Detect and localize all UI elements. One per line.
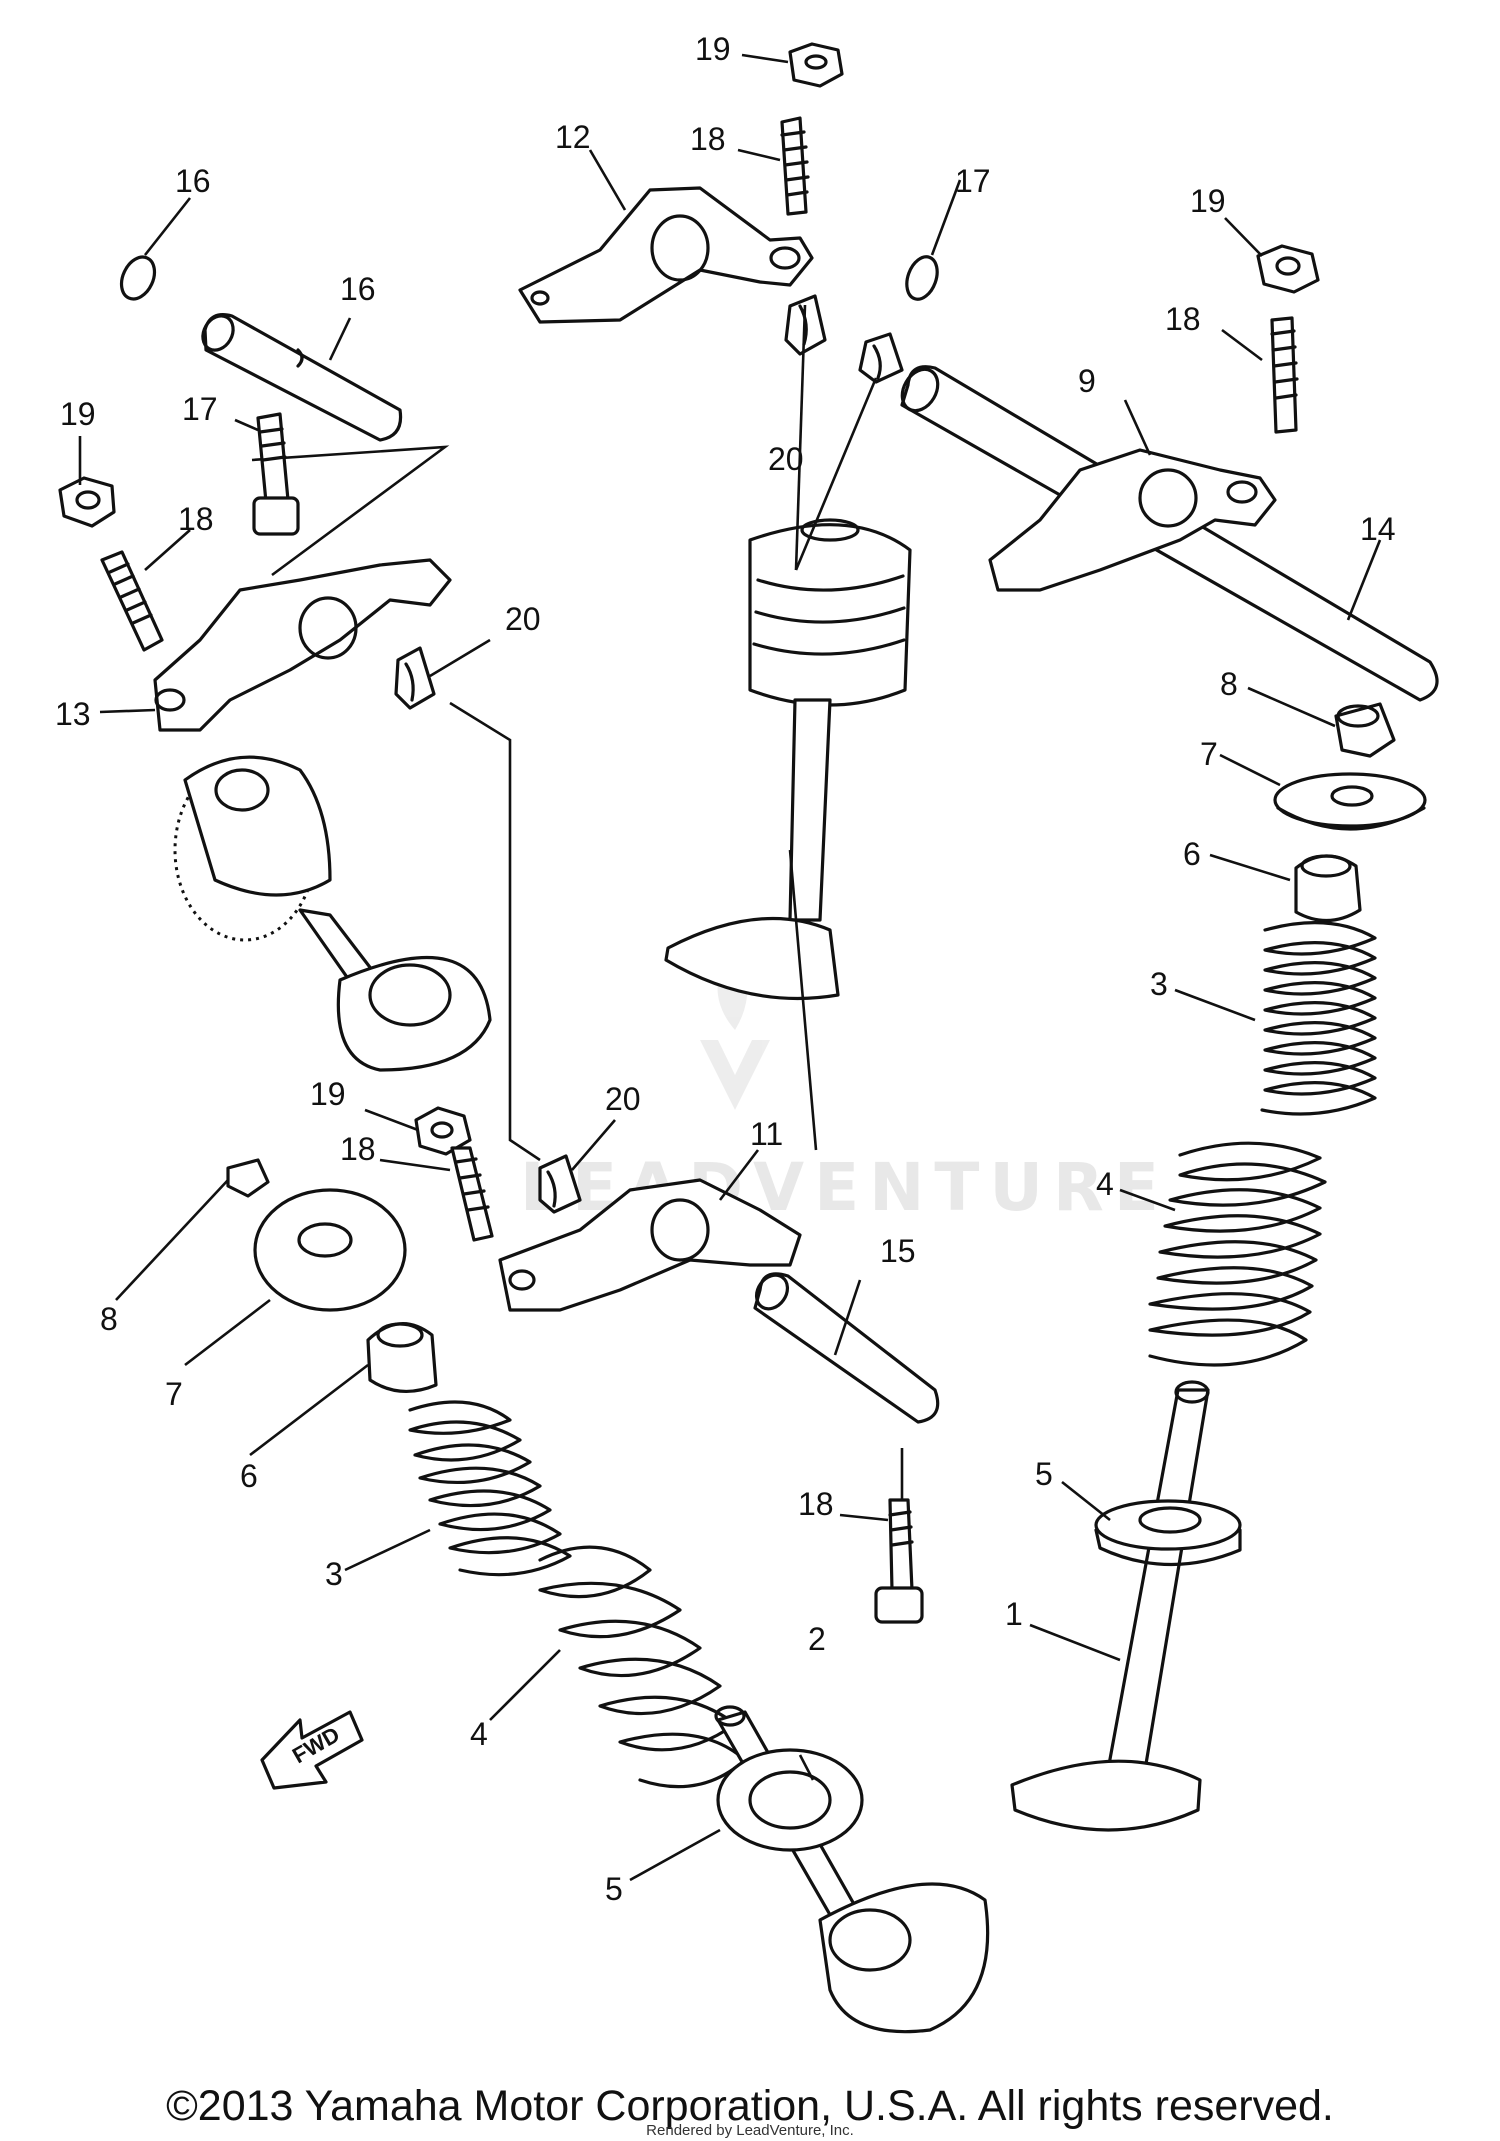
callout-19: 19 bbox=[60, 396, 96, 432]
callout-6: 6 bbox=[240, 1458, 258, 1494]
callout-4: 4 bbox=[1096, 1166, 1114, 1202]
spring-seat-part bbox=[1094, 1499, 1242, 1567]
outer-valve-spring-part bbox=[538, 1545, 747, 1789]
spring-seat-part bbox=[716, 1748, 864, 1852]
rocker-arm-part bbox=[153, 558, 452, 732]
stud-bolt-part bbox=[780, 116, 810, 216]
nut-part bbox=[1256, 244, 1320, 294]
rocker-arm-part bbox=[988, 448, 1277, 592]
inner-valve-spring-part bbox=[1260, 921, 1377, 1116]
nut-part bbox=[414, 1106, 472, 1156]
o-ring-part bbox=[905, 255, 939, 301]
callout-16: 17 bbox=[955, 163, 991, 199]
callout-19: 19 bbox=[1190, 183, 1226, 219]
callout-5: 5 bbox=[1035, 1456, 1053, 1492]
shim-part bbox=[858, 332, 904, 384]
valve-part bbox=[664, 518, 912, 1001]
callout-19: 19 bbox=[695, 31, 731, 67]
callout-2: 2 bbox=[808, 1621, 826, 1657]
callout-18: 18 bbox=[340, 1131, 376, 1167]
callout-17: 17 bbox=[182, 391, 218, 427]
callout-9: 9 bbox=[1078, 363, 1096, 399]
callout-12: 13 bbox=[55, 696, 91, 732]
callout-8: 8 bbox=[1220, 666, 1238, 702]
rocker-arm-part bbox=[518, 186, 814, 324]
callout-18: 18 bbox=[690, 121, 726, 157]
copyright-notice: ©2013 Yamaha Motor Corporation, U.S.A. A… bbox=[166, 2082, 1334, 2130]
bolt-part bbox=[252, 412, 300, 536]
callout-5: 5 bbox=[605, 1871, 623, 1907]
forward-direction-arrow: FWD bbox=[260, 1710, 364, 1790]
callout-11: 11 bbox=[750, 1116, 783, 1152]
callout-18: 18 bbox=[1165, 301, 1201, 337]
assembly-guide-line bbox=[449, 701, 541, 1162]
valve-part bbox=[1010, 1380, 1210, 1832]
assembly-guide-line bbox=[251, 445, 450, 577]
callout-20: 20 bbox=[768, 441, 804, 477]
stud-bolt-part bbox=[1270, 316, 1299, 434]
inner-valve-spring-part bbox=[408, 1400, 572, 1577]
spring-retainer-part bbox=[1273, 772, 1427, 831]
callout-3: 3 bbox=[325, 1556, 343, 1592]
callout-14: 15 bbox=[880, 1233, 916, 1269]
valve-part bbox=[173, 755, 492, 1072]
rocker-arm-part bbox=[498, 1178, 802, 1312]
callout-16: 16 bbox=[175, 163, 211, 199]
callout-3: 3 bbox=[1150, 966, 1168, 1002]
rocker-shaft-part bbox=[201, 313, 403, 442]
callout-1: 1 bbox=[1005, 1596, 1023, 1632]
callout-10: 12 bbox=[555, 119, 591, 155]
rocker-shaft-part bbox=[753, 1272, 940, 1424]
callout-4: 4 bbox=[470, 1716, 488, 1752]
stud-bolt-part bbox=[100, 550, 164, 652]
callout-13: 14 bbox=[1360, 511, 1396, 547]
part-callouts: 19 18 12 16 17 19 18 16 19 17 20 9 14 18… bbox=[55, 31, 1396, 1907]
callout-7: 7 bbox=[1200, 736, 1218, 772]
callout-17: 18 bbox=[798, 1486, 834, 1522]
callout-7: 7 bbox=[165, 1376, 183, 1412]
spring-retainer-part bbox=[253, 1188, 407, 1312]
callout-8: 8 bbox=[100, 1301, 118, 1337]
nut-part bbox=[58, 476, 116, 528]
callout-6: 6 bbox=[1183, 836, 1201, 872]
valve-cotter-part bbox=[226, 1158, 270, 1198]
valve-train-exploded-diagram: LEADVENTURE bbox=[55, 31, 1439, 2034]
callout-19: 19 bbox=[310, 1076, 346, 1112]
valve-stem-seal-part bbox=[1294, 854, 1362, 923]
callout-18: 18 bbox=[178, 501, 214, 537]
rendered-by-credit: Rendered by LeadVenture, Inc. bbox=[646, 2122, 854, 2139]
shim-part bbox=[538, 1154, 582, 1214]
valve-stem-seal-part bbox=[366, 1322, 438, 1394]
o-ring-part bbox=[119, 255, 157, 301]
leader-lines bbox=[78, 53, 1382, 1882]
stud-bolt-part bbox=[450, 1146, 494, 1242]
callout-20: 20 bbox=[505, 601, 541, 637]
bolt-part bbox=[874, 1498, 924, 1624]
valve-cotter-part bbox=[1334, 702, 1396, 758]
callout-15: 16 bbox=[340, 271, 376, 307]
callout-20: 20 bbox=[605, 1081, 641, 1117]
outer-valve-spring-part bbox=[1148, 1141, 1327, 1367]
nut-part bbox=[788, 42, 844, 88]
shim-part bbox=[394, 646, 436, 710]
